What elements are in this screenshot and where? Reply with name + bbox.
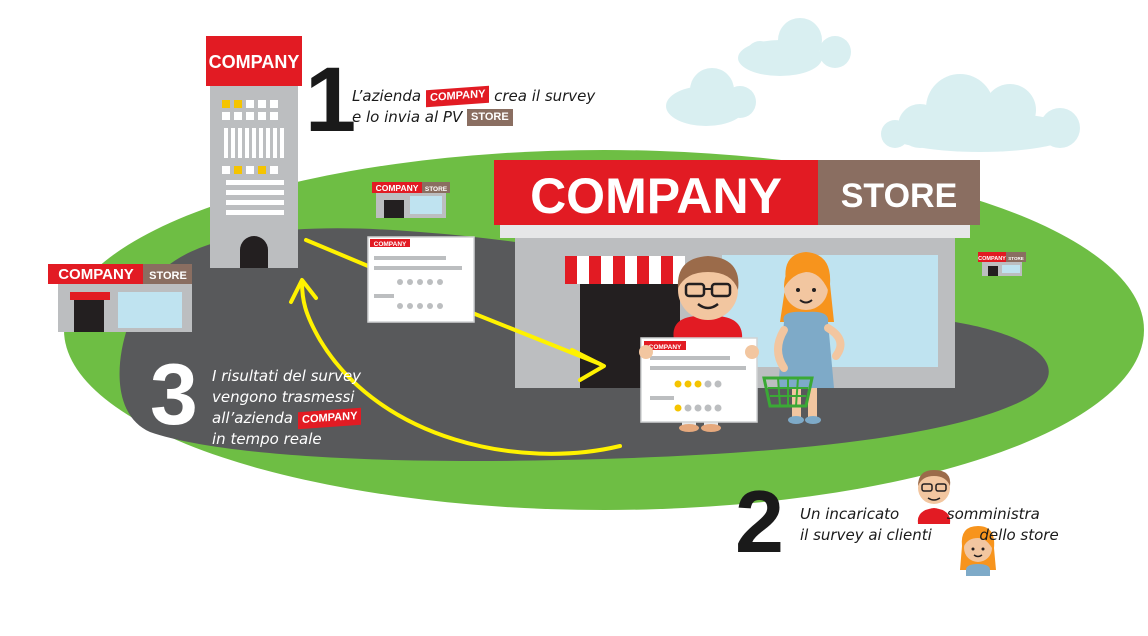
hq-window xyxy=(258,100,266,108)
awning-stripe xyxy=(565,256,577,284)
hq-window xyxy=(246,166,254,174)
step-1-line-1: L’azienda COMPANY crea il survey xyxy=(352,85,596,108)
hq-window xyxy=(222,166,230,174)
survey-form-in-use-header: COMPANY xyxy=(649,344,682,351)
clerk-mini-icon xyxy=(917,470,951,524)
store-left: COMPANY STORE xyxy=(48,264,192,332)
shopping-basket xyxy=(762,376,814,408)
survey-form-in-use: COMPANY xyxy=(639,337,759,423)
step-2-text-a: Un incaricato xyxy=(800,505,900,523)
step-2-line-1: Un incaricato somministra xyxy=(800,504,1059,525)
hq-window xyxy=(222,112,230,120)
store-back-store-sign: STORE xyxy=(425,186,448,193)
step-1-text: L’azienda COMPANY crea il survey e lo in… xyxy=(352,85,596,128)
customer xyxy=(762,252,845,424)
step-3-line-4: in tempo reale xyxy=(212,430,322,448)
store-back-company-sign: COMPANY xyxy=(376,183,419,193)
step-3-text-a: all’azienda xyxy=(212,409,293,427)
hq-window xyxy=(270,100,278,108)
hq-window-stripe xyxy=(280,128,284,158)
main-store-awning xyxy=(565,256,685,284)
hq-door xyxy=(240,236,268,268)
store-right-store-sign: STORE xyxy=(1008,256,1023,261)
hq-window xyxy=(234,166,242,174)
step-1-text-b: crea il survey xyxy=(494,87,596,105)
hq-window-stripe xyxy=(231,128,235,158)
awning-stripe xyxy=(601,256,613,284)
arrow-store-head xyxy=(570,348,606,382)
headquarters-building: COMPANY xyxy=(206,36,302,268)
store-left-store-sign: STORE xyxy=(149,270,187,282)
step-1-number: 1 xyxy=(305,49,357,151)
step-3-line-1: I risultati del survey xyxy=(212,367,362,385)
hq-window-stripe xyxy=(252,128,256,158)
arrow-hq-head xyxy=(289,278,318,304)
step-1-line-2: e lo invia al PV STORE xyxy=(352,107,595,128)
customer-mini-icon xyxy=(960,526,996,576)
arrow-results-to-hq xyxy=(300,280,622,456)
clouds xyxy=(666,18,1080,152)
hq-window xyxy=(234,100,242,108)
flow-arrows xyxy=(289,238,622,456)
awning-stripe xyxy=(637,256,649,284)
hq-window xyxy=(258,166,266,174)
cloud-top xyxy=(738,18,851,76)
main-store-store-sign: STORE xyxy=(841,177,958,215)
step-1-text-a: L’azienda xyxy=(352,87,422,105)
awning-stripe xyxy=(577,256,589,284)
step-2-text: Un incaricato somministra il survey ai c… xyxy=(800,504,1059,546)
hq-window xyxy=(246,112,254,120)
hq-window-stripe xyxy=(245,128,249,158)
survey-form-sent-header: COMPANY xyxy=(374,241,407,248)
company-badge: COMPANY xyxy=(425,85,490,108)
step-2-number: 2 xyxy=(735,472,784,571)
step-1-text-c: e lo invia al PV xyxy=(352,108,463,126)
step-3-text: I risultati del survey vengono trasmessi… xyxy=(212,366,362,450)
step-2-text-d: dello store xyxy=(979,526,1059,544)
main-store-company-sign: COMPANY xyxy=(530,168,782,224)
cloud-middle xyxy=(666,68,756,126)
hq-window xyxy=(222,100,230,108)
store-left-company-sign: COMPANY xyxy=(58,266,134,283)
awning-stripe xyxy=(613,256,625,284)
awning-stripe xyxy=(661,256,673,284)
awning-stripe xyxy=(589,256,601,284)
survey-form-sent: COMPANY xyxy=(367,236,475,323)
step-3-line-2: vengono trasmessi xyxy=(212,388,355,406)
step-2-text-b: somministra xyxy=(946,505,1040,523)
cloud-right xyxy=(881,74,1080,152)
hq-window-stripe xyxy=(238,128,242,158)
hq-company-sign: COMPANY xyxy=(209,52,300,72)
hq-window-stripe xyxy=(266,128,270,158)
step-3-number: 3 xyxy=(150,347,198,443)
step-3-line-3: all’azienda COMPANY xyxy=(212,407,362,430)
store-right-company-sign: COMPANY xyxy=(978,256,1006,262)
store-right: COMPANY STORE xyxy=(978,252,1026,276)
store-badge: STORE xyxy=(467,109,513,126)
awning-stripe xyxy=(649,256,661,284)
store-back: COMPANY STORE xyxy=(372,182,450,218)
hq-window xyxy=(270,166,278,174)
hq-window-stripe xyxy=(259,128,263,158)
step-2-text-c: il survey ai clienti xyxy=(800,526,932,544)
company-badge: COMPANY xyxy=(297,407,362,430)
step-2-line-2: il survey ai clienti dello store xyxy=(800,525,1059,546)
hq-window xyxy=(246,100,254,108)
hq-window xyxy=(270,112,278,120)
hq-window xyxy=(258,112,266,120)
hq-windows xyxy=(222,100,284,174)
arrow-hq-to-form xyxy=(304,238,370,268)
awning-stripe xyxy=(625,256,637,284)
hq-window-stripe xyxy=(273,128,277,158)
hq-window xyxy=(234,112,242,120)
hq-window-stripe xyxy=(224,128,228,158)
